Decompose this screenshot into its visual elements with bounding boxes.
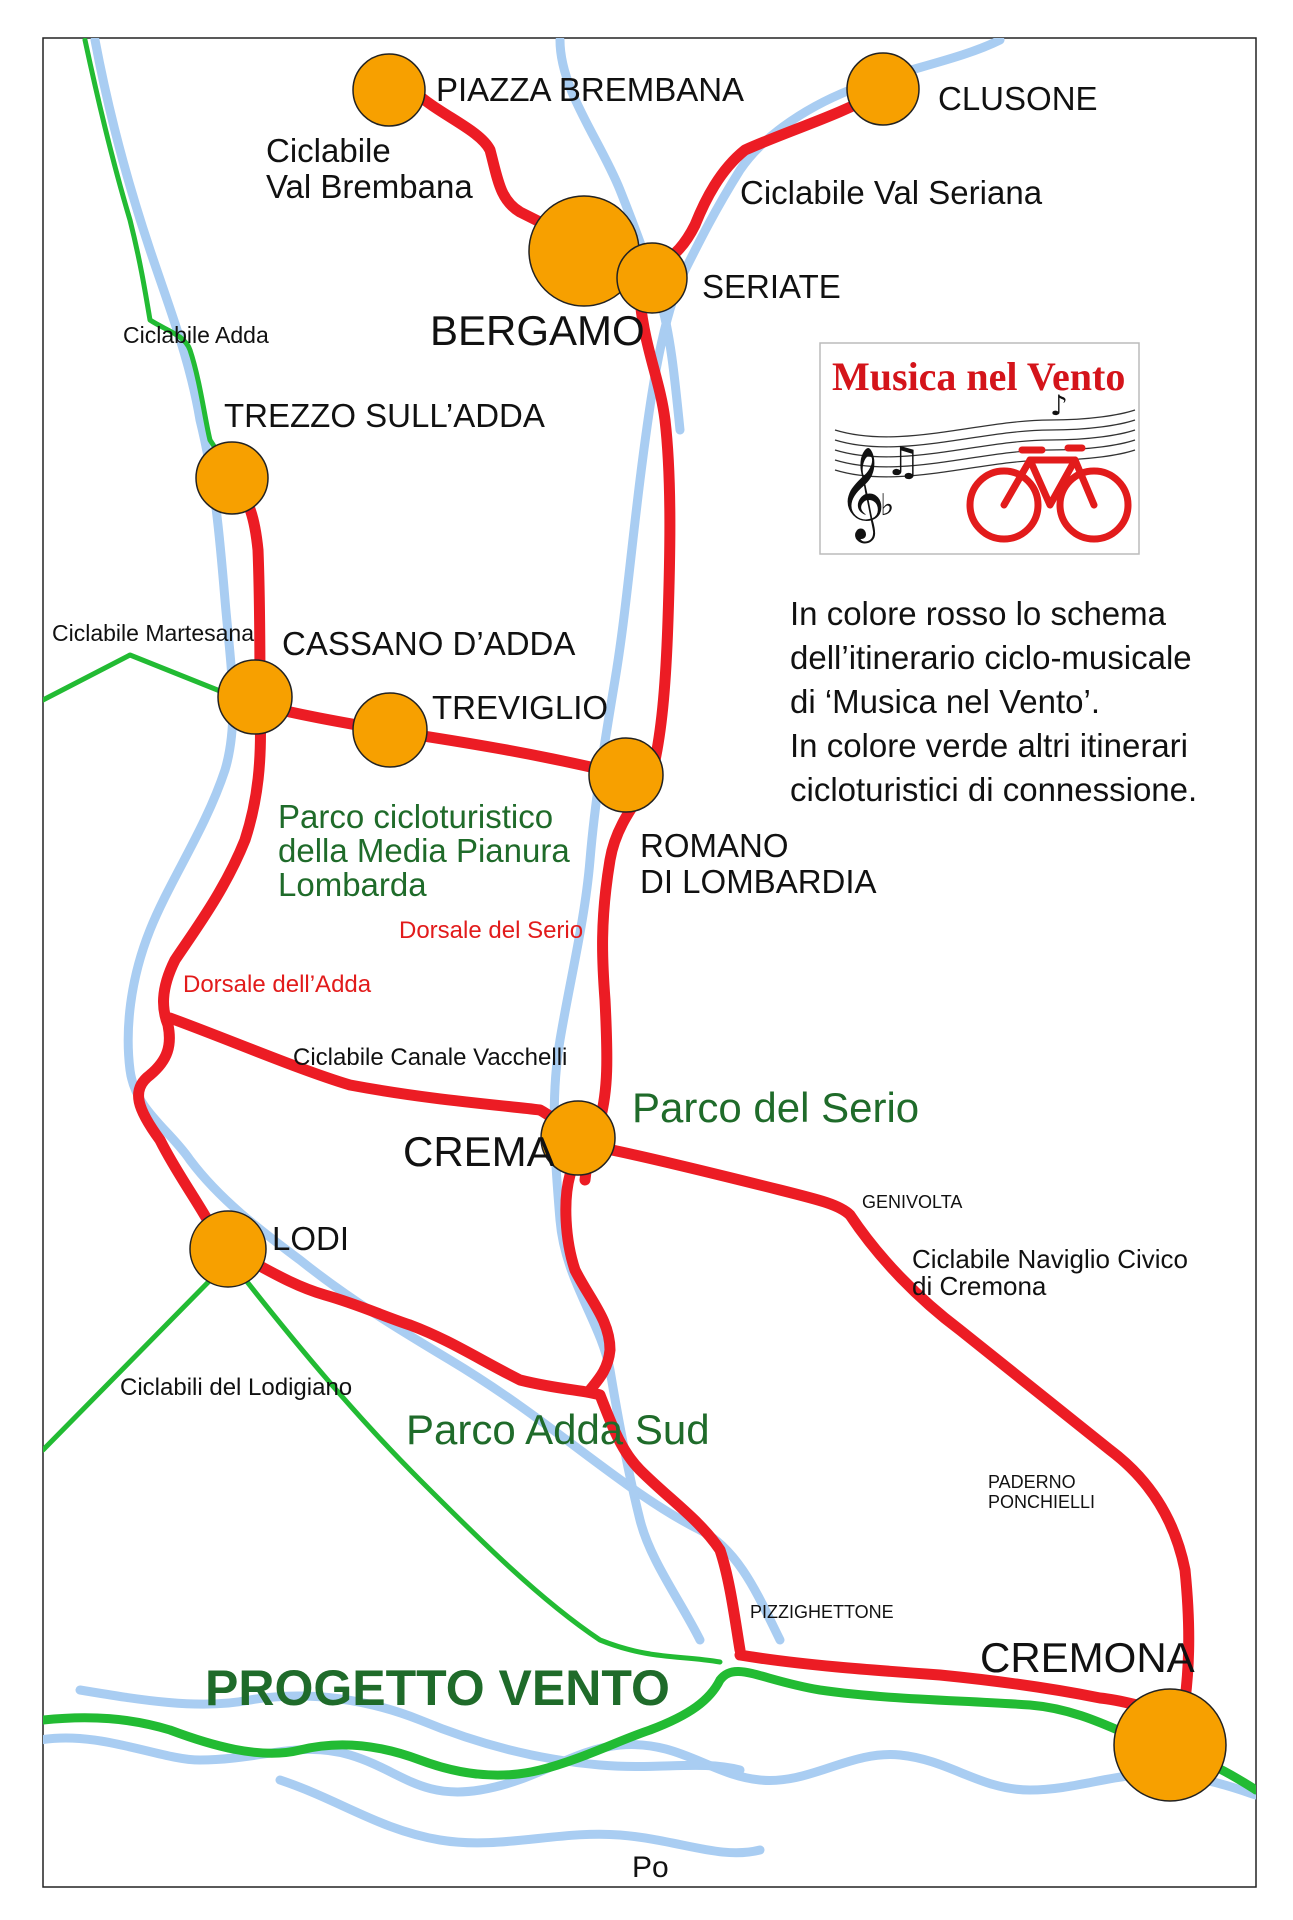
label-cremona: CREMONA <box>980 1634 1195 1681</box>
label-parco-adda-sud: Parco Adda Sud <box>406 1406 710 1453</box>
red-route-naviglio <box>606 1144 1195 1706</box>
label-bergamo: BERGAMO <box>430 307 645 354</box>
label-po: Po <box>632 1851 669 1884</box>
flat-icon: ♭ <box>880 488 894 523</box>
label-ciclabile-adda: Ciclabile Adda <box>123 322 269 348</box>
green-route-martesana <box>43 652 258 708</box>
green-route-vento <box>43 1667 1256 1795</box>
label-canale-vacchelli: Ciclabile Canale Vacchelli <box>293 1044 567 1071</box>
bicycle-icon <box>966 444 1132 543</box>
green-route-lodigiano <box>43 1257 233 1453</box>
red-route-crema-lodi <box>560 1169 616 1396</box>
legend: In colore rosso lo schema dell’itinerari… <box>790 595 1197 808</box>
note-icon: ♪ <box>1050 389 1068 422</box>
label-cassano: CASSANO D’ADDA <box>282 625 575 662</box>
legend-line-5: cicloturistici di connessione. <box>790 771 1197 808</box>
label-parco-media-3: Lombarda <box>278 866 427 903</box>
label-dorsale-serio: Dorsale del Serio <box>399 917 583 944</box>
node-cassano <box>217 659 293 735</box>
logo-title: Musica nel Vento <box>832 354 1125 399</box>
node-cremona <box>1113 1688 1227 1802</box>
label-crema: CREMA <box>403 1128 555 1175</box>
label-lodi: LODI <box>272 1220 349 1257</box>
label-treviglio: TREVIGLIO <box>432 689 608 726</box>
node-lodi <box>189 1210 267 1288</box>
legend-line-4: In colore verde altri itinerari <box>790 727 1188 764</box>
node-clusone <box>846 52 920 126</box>
node-treviglio <box>352 692 428 768</box>
label-piazza-brembana: PIAZZA BREMBANA <box>436 71 744 108</box>
legend-line-2: dell’itinerario ciclo-musicale <box>790 639 1192 676</box>
node-romano <box>588 737 664 813</box>
label-pizzighettone: PIZZIGHETTONE <box>750 1602 894 1622</box>
label-genivolta: GENIVOLTA <box>862 1192 962 1212</box>
label-romano-1: ROMANO <box>640 827 789 864</box>
label-val-seriana: Ciclabile Val Seriana <box>740 174 1043 211</box>
music-notes-icon: ♫ <box>885 439 921 485</box>
label-val-brembana-1: Ciclabile <box>266 132 391 169</box>
label-paderno-2: PONCHIELLI <box>988 1492 1095 1512</box>
legend-line-1: In colore rosso lo schema <box>790 595 1167 632</box>
river-po-branch <box>75 1685 745 1775</box>
node-trezzo <box>195 441 269 515</box>
green-route-lodi-sud <box>227 1257 723 1665</box>
map-frame <box>42 37 1257 1888</box>
label-dorsale-adda: Dorsale dell’Adda <box>183 971 372 998</box>
green-routes <box>43 38 1256 1795</box>
green-route-adda <box>82 38 235 483</box>
label-paderno-1: PADERNO <box>988 1472 1076 1492</box>
label-seriate: SERIATE <box>702 268 841 305</box>
label-naviglio-1: Ciclabile Naviglio Civico <box>912 1244 1188 1274</box>
legend-line-3: di ‘Musica nel Vento’. <box>790 683 1100 720</box>
label-romano-2: DI LOMBARDIA <box>640 863 877 900</box>
label-martesana: Ciclabile Martesana <box>52 620 254 646</box>
node-seriate <box>616 242 688 314</box>
label-naviglio-2: di Cremona <box>912 1271 1047 1301</box>
red-route-lodi-pizzighettone <box>224 1244 746 1656</box>
red-route-val-seriana <box>654 86 886 271</box>
label-val-brembana-2: Val Brembana <box>266 168 473 205</box>
label-trezzo: TREZZO SULL’ADDA <box>224 397 545 434</box>
town-nodes <box>189 52 1227 1802</box>
node-piazza-brembana <box>352 53 426 127</box>
label-parco-media-2: della Media Pianura <box>278 832 570 869</box>
label-parco-serio: Parco del Serio <box>632 1084 919 1131</box>
musica-nel-vento-logo: Musica nel Vento 𝄞 ♫ ♭ ♪ <box>819 342 1140 555</box>
treble-clef-icon: 𝄞 <box>838 446 885 543</box>
label-progetto-vento: PROGETTO VENTO <box>205 1660 670 1716</box>
red-route-pizzighettone-cremona <box>734 1649 1156 1714</box>
river-adda <box>90 38 785 1645</box>
node-crema <box>540 1100 616 1176</box>
label-clusone: CLUSONE <box>938 80 1098 117</box>
river-po-lower <box>275 1775 765 1858</box>
label-parco-media-1: Parco cicloturistico <box>278 798 553 835</box>
label-lodigiano: Ciclabili del Lodigiano <box>120 1374 352 1401</box>
